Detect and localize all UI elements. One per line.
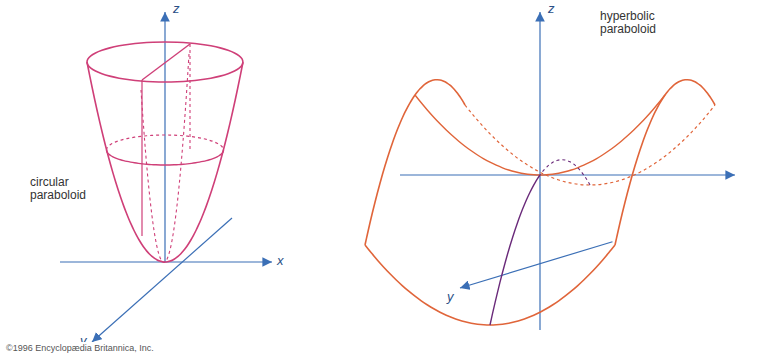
axis-label: x	[275, 254, 286, 267]
paraboloid-outline	[87, 62, 243, 262]
mid-circle-back	[107, 135, 224, 150]
surface-label: circular paraboloid	[28, 176, 104, 202]
z-axis	[164, 12, 165, 262]
yz-section	[490, 175, 540, 325]
z-axis	[539, 12, 540, 330]
y-axis	[92, 218, 232, 342]
xz-section	[415, 95, 665, 175]
axis-label: z	[171, 2, 182, 15]
copyright-notice: ©1996 Encyclopædia Britannica, Inc.	[4, 342, 156, 355]
saddle-front-edge	[365, 245, 615, 325]
y-axis	[460, 242, 613, 288]
axis-label: y	[445, 290, 456, 303]
saddle-left-edge	[365, 80, 465, 245]
top-circle	[87, 42, 243, 82]
axis-label: z	[546, 2, 557, 15]
section-edge-hidden	[189, 44, 190, 150]
saddle-back-edge	[465, 105, 715, 185]
surface-label: hyperbolic paraboloid	[598, 10, 676, 36]
mid-circle-front	[107, 150, 224, 165]
saddle-right-edge	[615, 80, 715, 245]
x-axis	[400, 174, 735, 175]
yz-section-hidden	[540, 160, 590, 185]
section-chord	[142, 44, 190, 80]
yz-section	[141, 54, 189, 262]
